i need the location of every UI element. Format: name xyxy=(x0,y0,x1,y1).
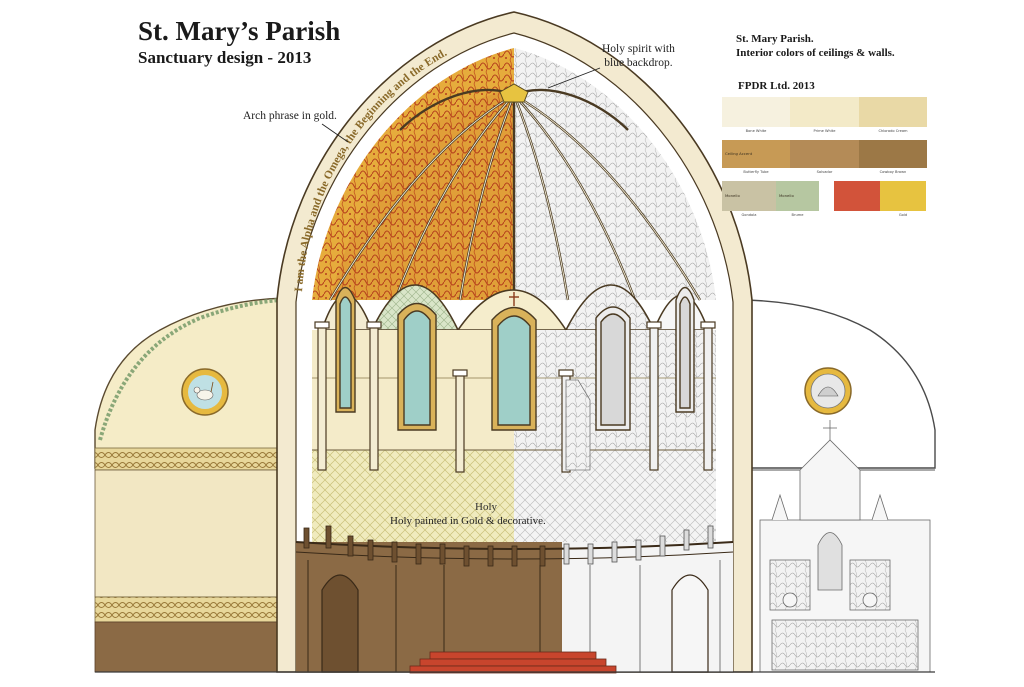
palette-swatch-inner-label: Monello xyxy=(725,193,740,198)
annotation-leaders xyxy=(321,67,601,143)
holy-spirit-note-line2: blue backdrop. xyxy=(604,57,673,69)
holy-spirit-note-line1: Holy spirit with xyxy=(602,43,675,55)
palette-swatch-label: Brume xyxy=(791,213,804,217)
vault-ceiling xyxy=(312,48,716,331)
palette-swatch xyxy=(776,181,819,211)
palette-swatch xyxy=(834,181,880,211)
arch-phrase-note: Arch phrase in gold. xyxy=(243,110,337,122)
palette-swatch-inner-label: Monello xyxy=(779,193,794,198)
palette-swatch-label: Butterfly Tube xyxy=(743,170,769,174)
palette-swatch-inner-label: Ceiling Accent xyxy=(725,151,753,156)
palette-swatch-label: Chlorado Cream xyxy=(878,129,908,133)
palette-swatch xyxy=(880,181,926,211)
apse-wall xyxy=(312,286,716,542)
holy-label: Holy xyxy=(475,501,497,513)
palette-swatch-label: Prime White xyxy=(813,129,836,133)
palette-swatch xyxy=(859,140,927,168)
page-title: St. Mary’s Parish xyxy=(138,16,341,46)
choir-stalls xyxy=(295,525,734,673)
palette-swatch-label: Bone White xyxy=(745,129,767,133)
palette-swatch xyxy=(790,140,859,168)
holy-spirit-note: Holy spirit with blue backdrop. xyxy=(602,42,675,70)
holy-gold-note: Holy painted in Gold & decorative. xyxy=(390,515,546,527)
palette-swatch-label: Salvador xyxy=(816,170,833,174)
page-subtitle: Sanctuary design - 2013 xyxy=(138,48,312,67)
palette-swatch xyxy=(722,140,790,168)
palette-swatch xyxy=(722,97,790,127)
palette-title-line2: Interior colors of ceilings & walls. xyxy=(736,47,895,59)
palette-firm: FPDR Ltd. 2013 xyxy=(738,80,815,92)
palette-title: St. Mary Parish. Interior colors of ceil… xyxy=(736,32,895,60)
palette-swatch xyxy=(722,181,776,211)
palette-swatch xyxy=(790,97,859,127)
altarpiece-sketch xyxy=(759,420,931,673)
altar-steps xyxy=(409,651,617,674)
palette-swatch-label: Cowboy Brown xyxy=(879,170,907,174)
palette-swatch-label: Gondola xyxy=(741,213,757,217)
palette-swatch-label: Gold xyxy=(898,213,908,217)
left-side-chapel xyxy=(94,297,286,673)
right-side-chapel xyxy=(744,299,936,673)
palette-title-line1: St. Mary Parish. xyxy=(736,33,814,45)
palette-swatch xyxy=(859,97,927,127)
